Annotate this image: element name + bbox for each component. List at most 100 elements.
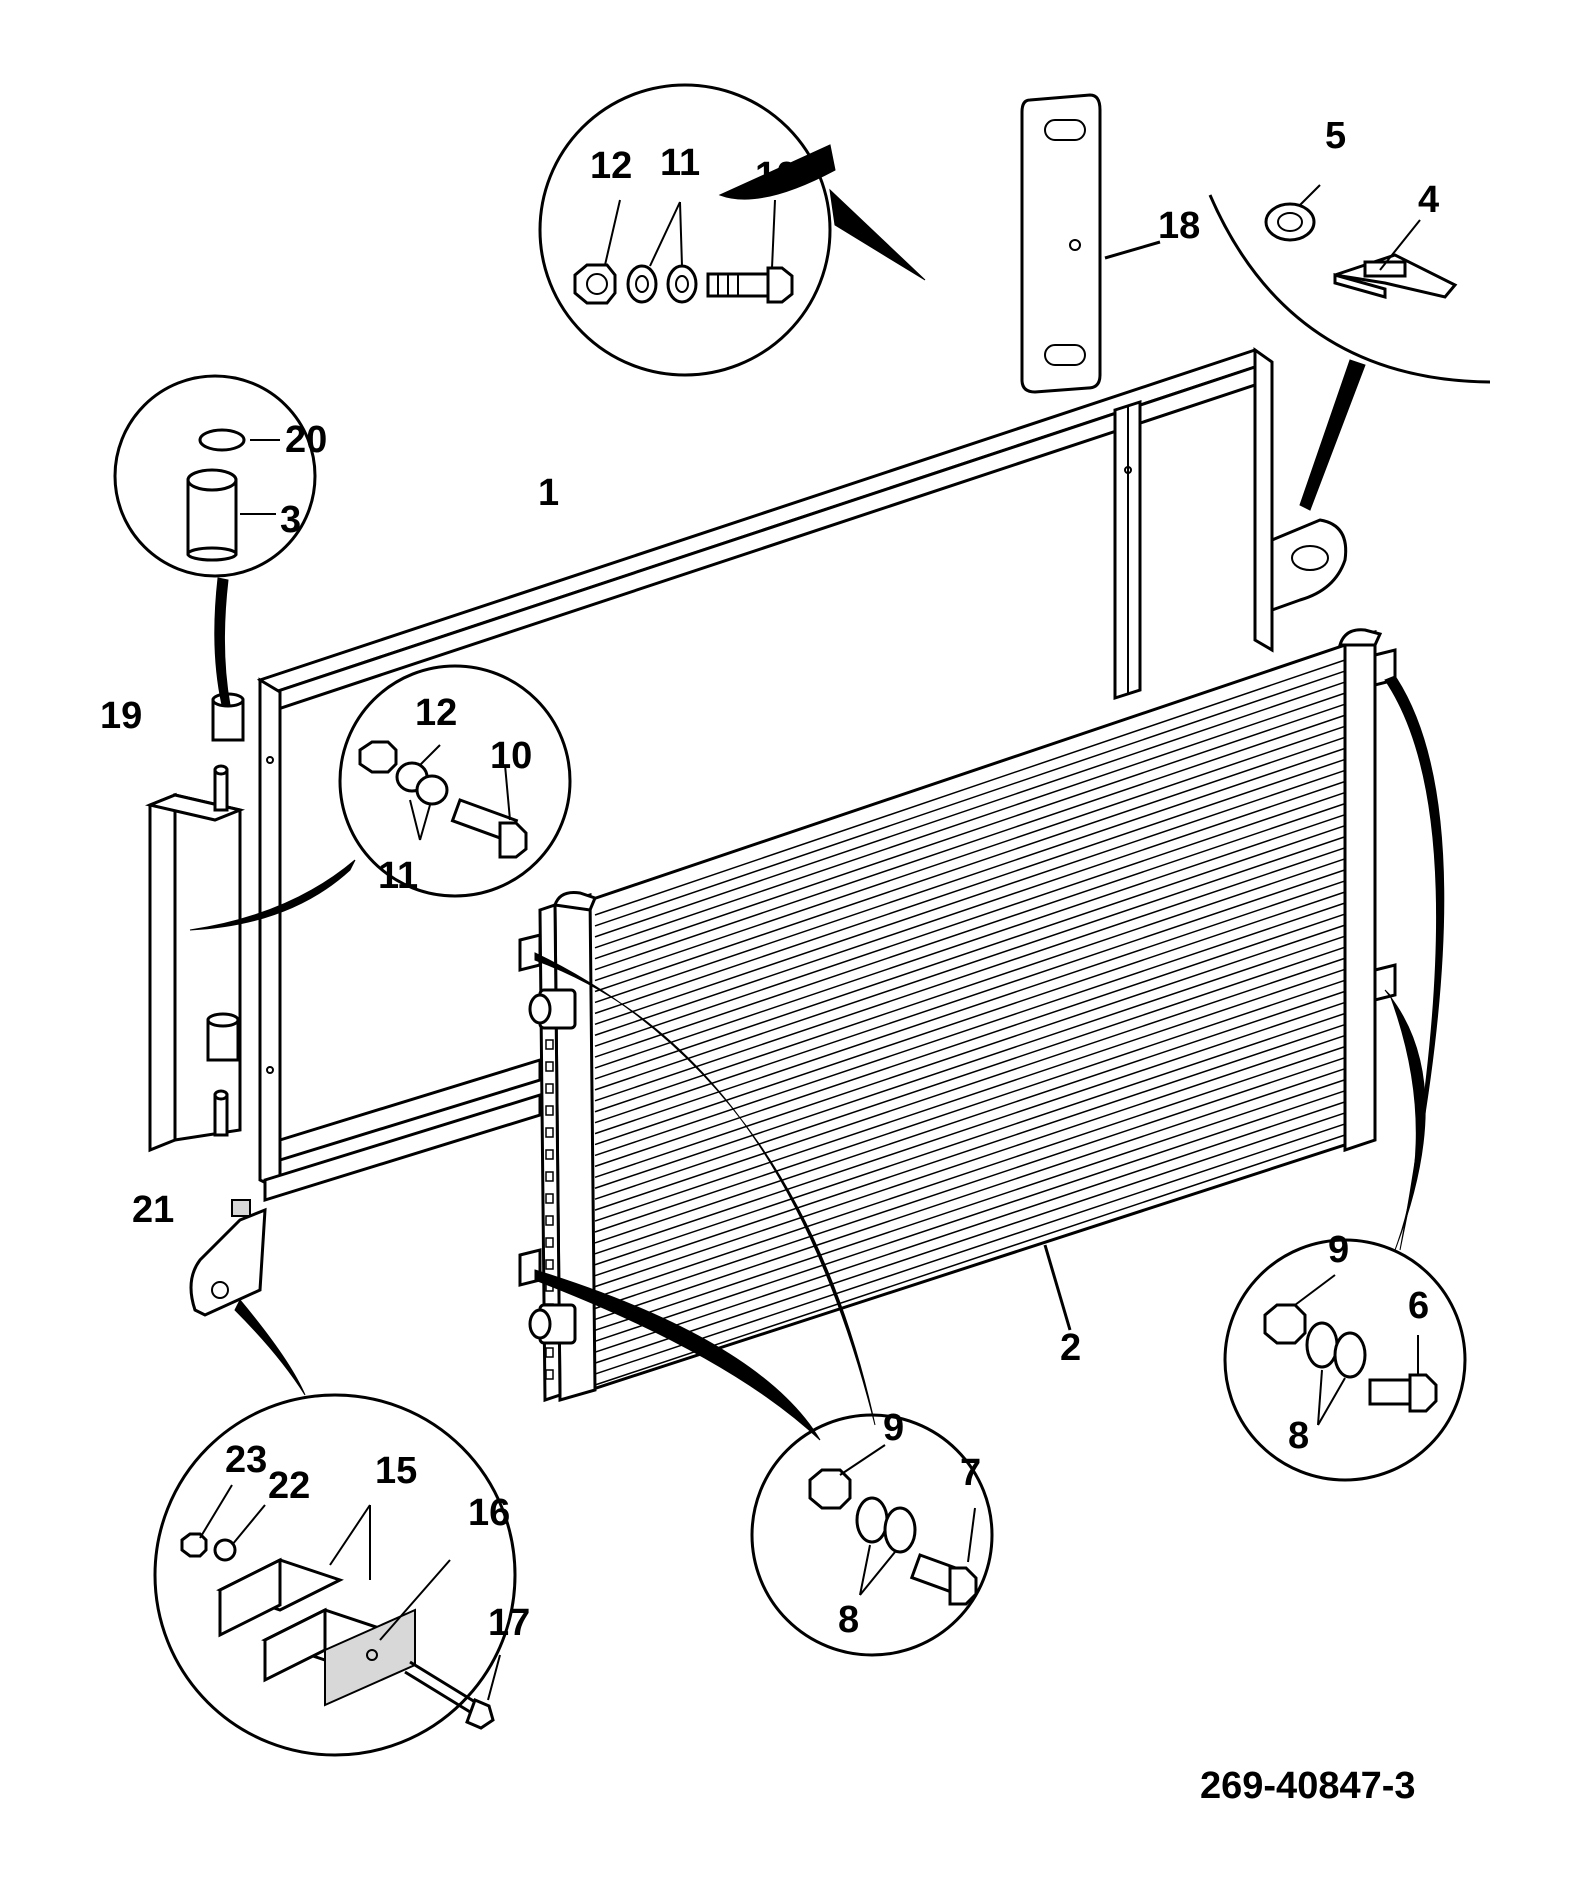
callout-10b: 10 [490,735,532,777]
nut [1264,202,1316,242]
condenser-fin-line [594,957,1346,1211]
radiator-frame [189,347,1348,1317]
callout-9b: 9 [1328,1229,1349,1271]
perforation-hole [545,1105,554,1116]
mounting-strap [1020,93,1161,394]
callout-17: 17 [488,1602,530,1644]
condenser-fin-line [594,659,1346,916]
callout-10a: 10 [755,155,797,197]
detail-circle-bottom-middle [750,1413,994,1657]
perforation-hole [545,1061,554,1072]
callout-21: 21 [132,1189,174,1231]
condenser-fin-line [594,869,1346,1124]
condenser-fin-line [594,935,1346,1189]
condenser-fin-line [594,1079,1346,1332]
outlet-fitting [528,1303,577,1345]
condenser-fin-line [594,1123,1346,1375]
callout-7: 7 [960,1452,981,1494]
condenser-fin-line [594,824,1346,1080]
condenser-fin-line [594,780,1346,1036]
condenser-fin-line [594,836,1346,1091]
condenser-fin-line [594,1101,1346,1353]
callout-5: 5 [1325,115,1346,157]
condenser-fin-line [594,858,1346,1113]
condenser-fin-line [594,725,1346,982]
condenser-fin-line [594,1012,1346,1266]
condenser-fin-line [594,1134,1346,1386]
bracket-clip [1333,253,1458,299]
callout-22: 22 [268,1465,310,1507]
condenser-fin-line [594,902,1346,1157]
condenser-fin-line [594,1090,1346,1342]
detail-circle-bottom-left [153,1393,517,1757]
condenser-fin-line [594,1045,1346,1299]
perforation-hole [545,1347,554,1358]
detail-circle-lower-right [1223,1238,1467,1482]
perforation-hole [545,1193,554,1204]
condenser-fin-line [594,990,1346,1244]
condenser-core [518,628,1397,1403]
condenser-fin-line [594,979,1346,1233]
callout-3: 3 [280,499,301,541]
drawing-reference-number: 269-40847-3 [1200,1765,1416,1807]
callout-18: 18 [1158,205,1200,247]
condenser-fin-line [594,681,1346,938]
condenser-fin-line [594,1068,1346,1321]
perforation-hole [545,1369,554,1380]
nut [573,263,617,305]
condenser-fin-line [594,891,1346,1146]
condenser-fin-line [594,880,1346,1135]
condenser-fin-line [594,913,1346,1168]
inlet-fitting [528,988,577,1030]
callout-23: 23 [225,1439,267,1481]
detail-circle-right [1208,184,1491,384]
condenser-fin-line [594,769,1346,1026]
perforation-hole [545,1237,554,1248]
condenser-fin-line [594,736,1346,993]
callout-12b: 12 [415,692,457,734]
condenser-fin-line [594,968,1346,1222]
condenser-fin-line [594,924,1346,1179]
callout-6: 6 [1408,1285,1429,1327]
perforation-hole [545,1127,554,1138]
callout-11a: 11 [660,142,700,184]
condenser-fin-line [594,758,1346,1015]
condenser-fin-line [594,703,1346,960]
condenser-fin-line [594,714,1346,971]
callout-2: 2 [1060,1327,1081,1369]
condenser-fin-line [594,1034,1346,1288]
condenser-fin-line [594,1056,1346,1310]
condenser-fin-line [594,1023,1346,1277]
callout-19: 19 [100,695,142,737]
condenser-fin-line [594,692,1346,949]
perforation-hole [545,1083,554,1094]
callout-9a: 9 [883,1407,904,1449]
condenser-fin-line [594,847,1346,1102]
callout-11b: 11 [378,855,418,897]
callout-1: 1 [538,472,559,514]
leader-wedges [189,144,1445,1441]
side-bracket [144,692,251,1217]
callout-4: 4 [1418,179,1439,221]
condenser-fin-line [594,946,1346,1200]
perforation-hole [545,1171,554,1182]
detail-circle-upper-left [113,374,317,578]
perforation-hole [545,1039,554,1050]
callout-16: 16 [468,1492,510,1534]
callout-20: 20 [285,419,327,461]
condenser-fin-line [594,1112,1346,1364]
condenser-fin-line [594,791,1346,1047]
perforation-hole [545,1215,554,1226]
callout-labels: 1 2 3 4 5 6 7 8 8 9 9 10 10 11 11 12 12 … [100,115,1439,1644]
callout-8a: 8 [838,1599,859,1641]
condenser-fin-line [594,1001,1346,1255]
detail-circle-middle-left [338,664,572,898]
perforation-hole [545,1259,554,1270]
detail-circle-top [538,83,832,377]
condenser-fin-line [594,813,1346,1069]
perforation-hole [545,1149,554,1160]
callout-12a: 12 [590,145,632,187]
washers [626,264,698,304]
callout-8b: 8 [1288,1415,1309,1457]
